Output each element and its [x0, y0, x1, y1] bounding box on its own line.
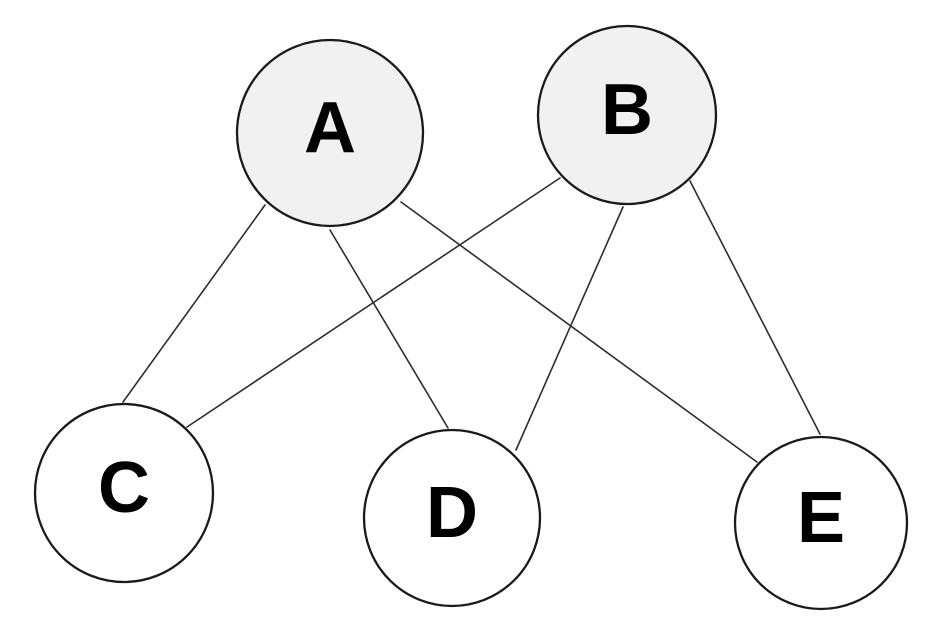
edge-A-D	[329, 229, 449, 429]
node-C: C	[33, 402, 215, 584]
node-C-circle	[33, 402, 215, 584]
edge-A-C	[122, 204, 266, 403]
edge-B-D	[515, 206, 624, 451]
node-D-label: D	[426, 473, 478, 553]
edge-B-C	[186, 177, 561, 428]
node-D-circle	[362, 428, 542, 608]
node-B: B	[536, 24, 718, 206]
node-A-label: A	[304, 88, 356, 168]
node-E-label: E	[797, 478, 845, 558]
edge-B-E	[689, 180, 821, 435]
node-E-circle	[733, 435, 909, 611]
node-B-label: B	[601, 70, 653, 150]
node-A-circle	[235, 38, 425, 228]
node-B-circle	[536, 24, 718, 206]
node-D: D	[362, 428, 542, 608]
node-A: A	[235, 38, 425, 228]
node-C-label: C	[98, 448, 150, 528]
node-E: E	[733, 435, 909, 611]
edge-A-E	[400, 201, 758, 463]
